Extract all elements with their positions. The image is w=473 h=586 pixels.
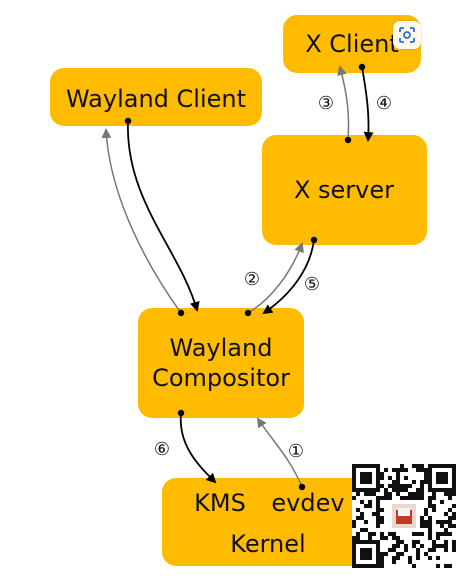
arrow-x-server-to-compositor: [262, 236, 318, 315]
step-5-label: ⑤: [304, 274, 320, 295]
arrow-compositor-to-x-server: [244, 242, 304, 317]
arrow-x-server-to-x-client: [337, 65, 352, 144]
arrow-wayland-client-to-compositor: [124, 117, 200, 312]
google-lens-icon: [399, 27, 415, 43]
step-1-label: ①: [288, 441, 304, 462]
x-client-node: X Client: [283, 15, 421, 73]
qr-code: [352, 464, 456, 568]
wayland-compositor-label-line1: Wayland: [170, 334, 273, 362]
google-lens-button[interactable]: [393, 21, 421, 49]
kernel-node: KMS evdev Kernel: [162, 478, 382, 566]
step-2-label: ②: [244, 269, 260, 290]
step-6-label: ⑥: [154, 439, 170, 460]
arrow-evdev-to-compositor: [256, 417, 306, 491]
step-3-label: ③: [318, 93, 334, 114]
wayland-compositor-node: Wayland Compositor: [138, 308, 304, 418]
kms-label: KMS: [194, 489, 246, 517]
wayland-client-label: Wayland Client: [66, 85, 246, 113]
step-4-label: ④: [376, 93, 392, 114]
wayland-client-node: Wayland Client: [50, 68, 262, 126]
arrow-x-client-to-x-server: [358, 63, 374, 142]
wayland-compositor-label-line2: Compositor: [152, 364, 290, 392]
x-client-label: X Client: [305, 30, 399, 58]
kernel-label: Kernel: [230, 530, 305, 558]
evdev-label: evdev: [271, 489, 344, 517]
x-server-label: X server: [294, 176, 394, 204]
arrow-compositor-to-kms: [177, 409, 217, 484]
qr-code-icon: [352, 464, 456, 568]
x-server-node: X server: [262, 135, 427, 245]
arrow-compositor-to-wayland-client: [101, 128, 185, 317]
